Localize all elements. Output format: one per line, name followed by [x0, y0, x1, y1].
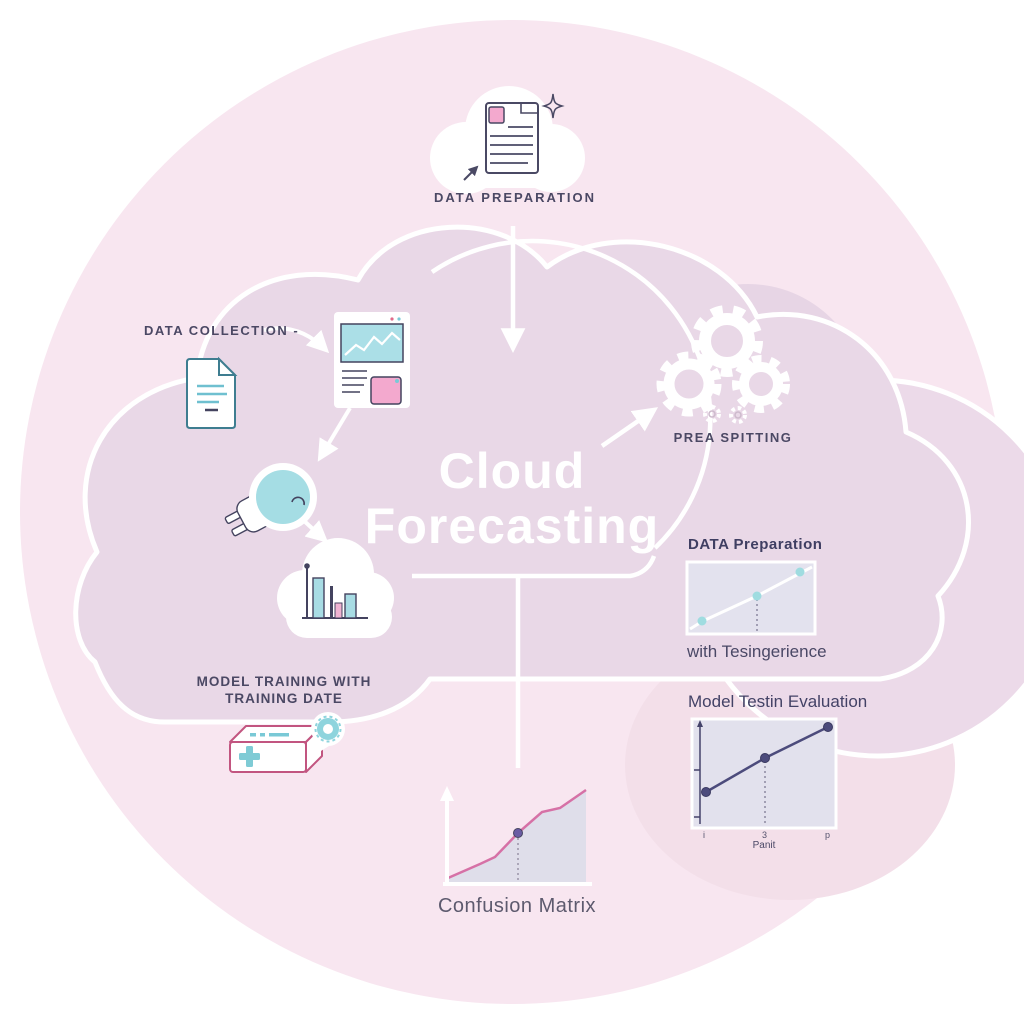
cloud-title-line1: Cloud: [438, 443, 586, 499]
evaluation-chart: [690, 717, 838, 830]
gear-bubble-icon: [311, 712, 345, 754]
bar-chart-cloud-icon: [277, 538, 394, 638]
label-data-preparation-top: DATA PREPARATION: [434, 190, 596, 205]
label-data-collection: DATA COLLECTION -: [144, 323, 300, 338]
test-chart-caption: with Tesingerience: [687, 642, 827, 661]
test-chart-title: DATA Preparation: [688, 536, 823, 553]
cloud-title-line2: Forecasting: [364, 498, 660, 554]
dashboard-card-icon: [334, 312, 410, 408]
label-confusion-matrix: Confusion Matrix: [437, 895, 597, 917]
small-arrow-icon: [463, 165, 479, 181]
document-icon: [485, 102, 539, 174]
evaluation-chart-title: Model Testin Evaluation: [688, 692, 868, 711]
inner-cloud-baseline: [412, 555, 657, 579]
inner-cloud-arc: [430, 238, 713, 550]
sparkle-icon: [541, 93, 565, 119]
bulb-plug-icon: [224, 463, 317, 537]
cloud-title: Cloud Forecasting: [262, 444, 762, 554]
test-data-chart: [685, 560, 817, 636]
arrow-cloud-to-gears: [600, 407, 659, 448]
first-aid-kit-icon: [229, 725, 323, 773]
evaluation-x-tick-3: p: [825, 830, 831, 840]
label-prea-spitting: PREA SPITTING: [673, 430, 793, 445]
arrow-browser-to-bulb: [317, 406, 352, 462]
gears-icon: [656, 305, 790, 424]
arrow-collection-to-browser: [263, 326, 330, 354]
file-icon: [186, 356, 238, 429]
confusion-matrix-chart: [440, 786, 592, 886]
evaluation-x-axis-label: Panit: [752, 840, 776, 851]
evaluation-x-tick-2: 3: [762, 830, 768, 840]
label-model-training-line1: MODEL TRAINING WITH: [196, 674, 372, 689]
label-model-training-line2: TRAINING DATE: [225, 691, 343, 706]
evaluation-x-tick-1: i: [703, 830, 705, 840]
